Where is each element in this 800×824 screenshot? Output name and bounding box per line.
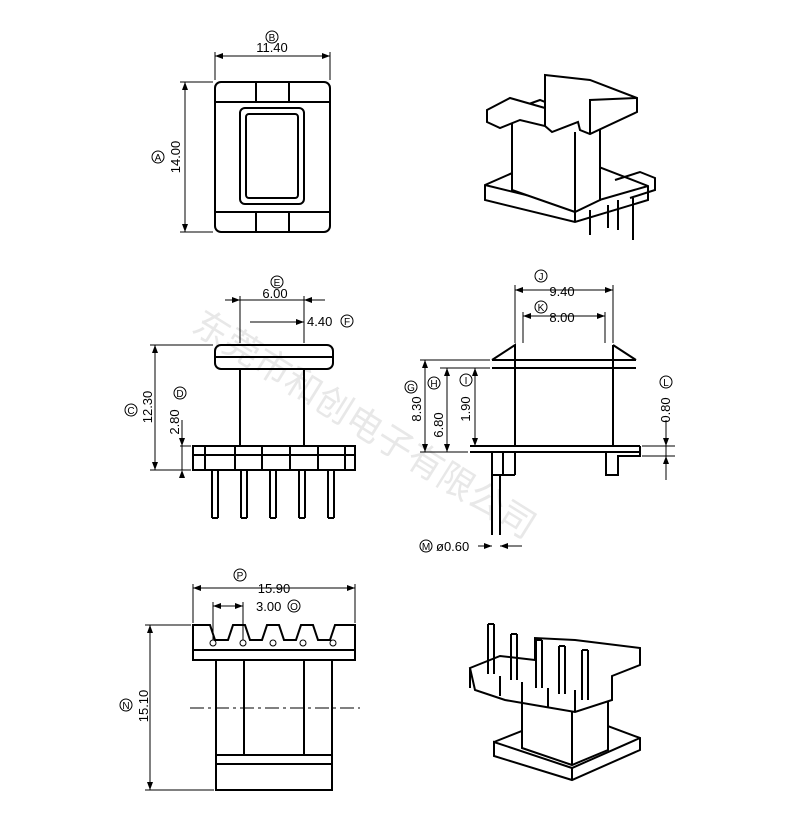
dim-H-value: 6.80	[431, 412, 446, 437]
dim-O-label: O	[290, 602, 298, 613]
dim-G-H-I: G 8.30 H 6.80 I 1.90	[404, 359, 490, 453]
side-view	[470, 343, 641, 535]
dim-K: K 8.00	[522, 300, 606, 343]
dim-N: N 15.10	[119, 624, 214, 791]
dim-I-value: 1.90	[458, 396, 473, 421]
dim-J-label: J	[539, 272, 544, 283]
dim-C-label: C	[127, 406, 134, 417]
dim-C-value: 12.30	[140, 391, 155, 424]
dim-F: 4.40 F	[250, 314, 354, 329]
dim-E: E 6.00	[225, 275, 325, 343]
dim-G-label: G	[407, 383, 415, 394]
dim-K-label: K	[538, 303, 545, 314]
dim-C: C 12.30	[124, 344, 213, 471]
dim-E-label: E	[274, 278, 281, 289]
dim-H-label: H	[430, 379, 437, 390]
dim-D-label: D	[176, 389, 183, 400]
dim-A-label: A	[155, 153, 162, 164]
dim-L-value: 0.80	[658, 397, 673, 422]
dim-B-value: 11.40	[256, 40, 288, 55]
dim-M-label: M	[422, 542, 430, 553]
dim-E-value: 6.00	[262, 286, 287, 301]
top-view	[214, 81, 331, 233]
dim-P-value: 15.90	[258, 581, 291, 596]
dim-F-label: F	[344, 317, 350, 328]
dim-D: D 2.80	[167, 386, 191, 478]
dim-I-label: I	[465, 376, 468, 387]
dim-B-label: B	[269, 33, 276, 44]
dim-A: A 14.00	[151, 81, 213, 233]
bottom-view	[190, 624, 360, 791]
dim-J-value: 9.40	[549, 284, 574, 299]
dim-P-label: P	[237, 571, 244, 582]
dim-O-value: 3.00	[256, 599, 281, 614]
dim-L: L 0.80	[642, 375, 675, 480]
dim-F-value: 4.40	[307, 314, 332, 329]
watermark-text: 东莞市和创电子有限公司	[185, 303, 543, 548]
dim-B: B 11.40	[214, 30, 331, 80]
dim-N-value: 15.10	[136, 690, 151, 723]
iso-view-bottom	[468, 623, 641, 782]
dim-L-label: L	[663, 378, 669, 389]
dim-K-value: 8.00	[549, 310, 574, 325]
front-view	[192, 344, 356, 519]
dim-D-value: 2.80	[167, 409, 182, 434]
dim-P: P 15.90	[192, 568, 356, 623]
dim-O: 3.00 O	[212, 599, 301, 640]
dim-M: M ø0.60	[419, 539, 522, 554]
dim-A-value: 14.00	[168, 141, 183, 174]
dim-J: J 9.40	[514, 269, 614, 343]
dim-N-label: N	[122, 701, 129, 712]
iso-view-top	[484, 73, 656, 240]
dim-M-value: ø0.60	[436, 539, 469, 554]
dim-G-value: 8.30	[409, 396, 424, 421]
